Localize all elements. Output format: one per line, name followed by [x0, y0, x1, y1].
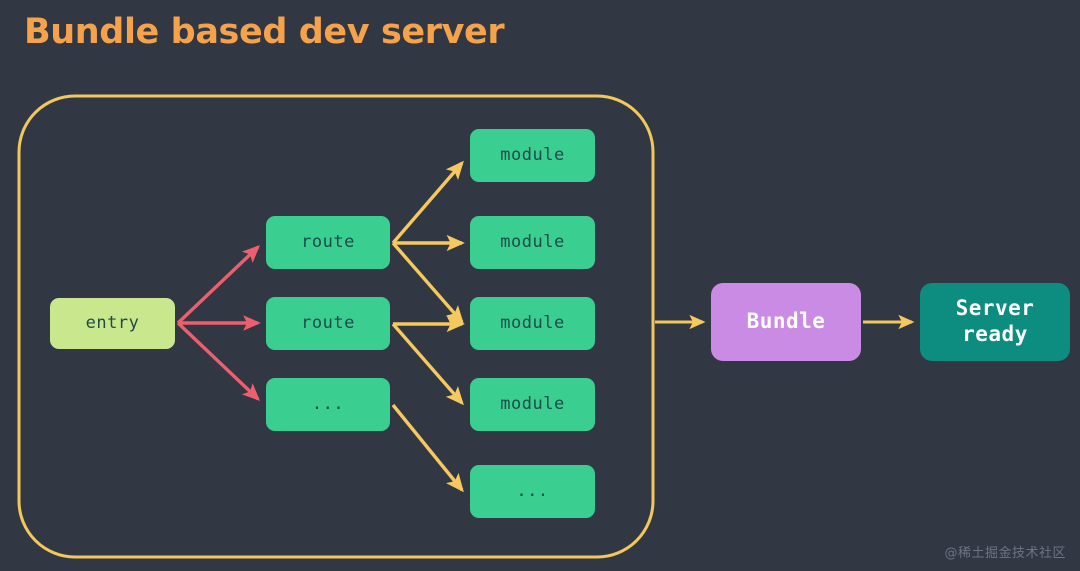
- node-module-1-label: module: [500, 145, 565, 166]
- node-module-5-label: ...: [516, 481, 549, 502]
- node-route-3[interactable]: ...: [266, 378, 390, 431]
- node-module-3-label: module: [500, 313, 565, 334]
- edge-entry-route3: [176, 321, 261, 401]
- edge-route1-module1: [391, 160, 464, 245]
- node-module-2[interactable]: module: [470, 216, 595, 269]
- node-module-2-label: module: [500, 232, 565, 253]
- page-title: Bundle based dev server: [24, 12, 505, 52]
- node-route-3-label: ...: [311, 394, 345, 415]
- node-route-1-label: route: [301, 232, 355, 253]
- node-route-2-label: route: [301, 313, 355, 334]
- node-module-3[interactable]: module: [470, 297, 595, 350]
- watermark: @稀土掘金技术社区: [944, 546, 1066, 561]
- node-bundle-label: Bundle: [746, 309, 826, 334]
- edge-route1-module3: [391, 241, 464, 325]
- node-route-2[interactable]: route: [266, 297, 390, 350]
- node-entry-label: entry: [85, 313, 140, 334]
- edge-entry-route1: [176, 245, 261, 325]
- node-route-1[interactable]: route: [266, 216, 390, 269]
- container-frame: [17, 94, 655, 559]
- node-module-4-label: module: [500, 394, 565, 415]
- node-module-5[interactable]: ...: [470, 465, 595, 518]
- node-bundle[interactable]: Bundle: [711, 283, 861, 361]
- node-server-ready-label: Server ready: [955, 296, 1035, 346]
- node-module-1[interactable]: module: [470, 129, 595, 182]
- edge-route2-module4: [391, 322, 464, 406]
- edge-route3-module5: [391, 403, 464, 493]
- node-server-ready[interactable]: Server ready: [920, 283, 1070, 361]
- node-entry[interactable]: entry: [50, 298, 175, 349]
- node-module-4[interactable]: module: [470, 378, 595, 431]
